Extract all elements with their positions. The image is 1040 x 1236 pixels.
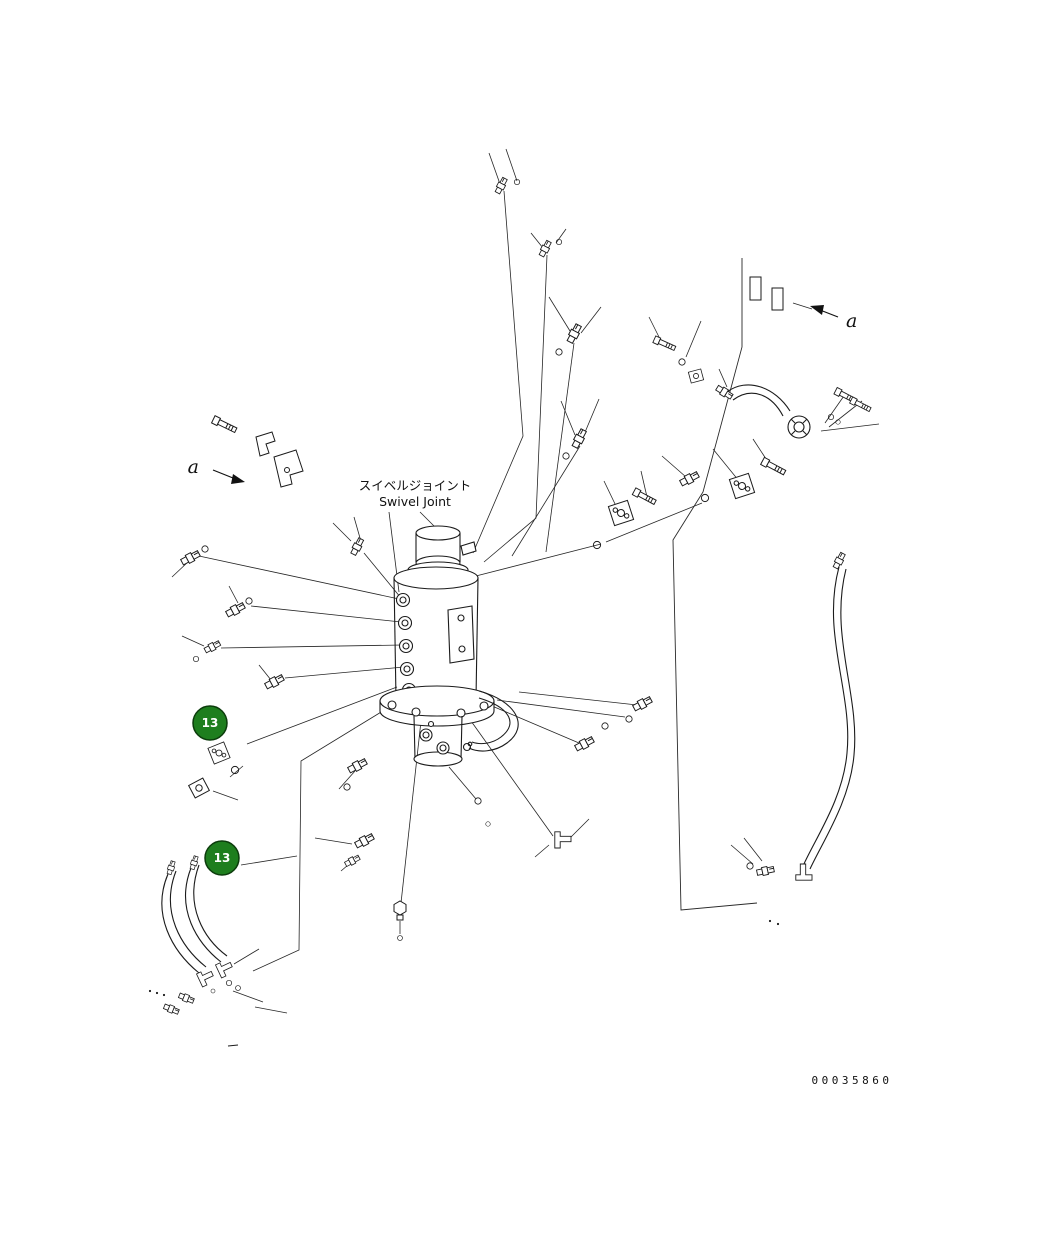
- swivel-joint-ports: [395, 592, 417, 698]
- part-oring: [700, 493, 710, 503]
- part-oring: [201, 545, 209, 553]
- part-washer: [835, 419, 841, 425]
- component-title: スイベルジョイント Swivel Joint: [359, 478, 472, 509]
- view-arrow-right: a: [810, 305, 857, 332]
- part-fitting: [755, 864, 776, 878]
- part-fitting: [631, 694, 654, 713]
- part-bolt: [760, 456, 787, 477]
- callout-number: 13: [202, 716, 219, 730]
- view-arrow-left: a: [188, 456, 245, 484]
- arrowhead-icon: [231, 474, 245, 484]
- part-plug: [393, 900, 407, 921]
- part-clip: [749, 276, 762, 301]
- part-oring: [245, 597, 253, 605]
- part-elbow: [215, 958, 236, 979]
- part-bolt: [849, 396, 873, 414]
- swivel-joint-hose-loop: [462, 690, 519, 752]
- part-oring: [625, 715, 633, 723]
- part-bolt: [211, 415, 239, 435]
- hose-assembly-top-right: [714, 383, 873, 439]
- part-oring: [555, 348, 563, 356]
- part-fitting: [162, 1002, 181, 1016]
- part-fitting: [346, 756, 369, 775]
- callout-badge-13-lower[interactable]: 13: [204, 840, 240, 876]
- part-bolt: [652, 335, 677, 353]
- part-oring: [746, 862, 754, 870]
- part-elbow: [196, 967, 217, 988]
- part-fitting: [678, 469, 701, 488]
- part-flange: [607, 499, 635, 527]
- part-fitting: [493, 176, 509, 195]
- part-bolt: [631, 487, 658, 507]
- part-fitting: [831, 551, 847, 571]
- hose-assembly-right: [746, 551, 856, 926]
- part-fitting: [224, 600, 247, 619]
- part-bracket-hole: [284, 467, 290, 473]
- part-oring: [343, 783, 351, 791]
- part-fitting: [343, 853, 362, 868]
- fittings-and-hardware: [179, 176, 787, 941]
- part-fitting: [263, 672, 286, 691]
- part-fitting: [353, 831, 376, 850]
- callout-circle[interactable]: [204, 840, 240, 876]
- swivel-joint-body: [379, 525, 519, 767]
- part-oring: [210, 988, 216, 994]
- part-oring: [192, 655, 200, 663]
- part-flange: [207, 741, 231, 765]
- part-oring: [397, 935, 403, 941]
- part-fitting: [349, 536, 366, 557]
- part-oring: [678, 358, 686, 366]
- part-clamp: [687, 368, 705, 384]
- part-flange: [728, 472, 756, 500]
- part-oring: [601, 722, 609, 730]
- component-title-jp: スイベルジョイント: [359, 478, 472, 493]
- callout-circle[interactable]: [192, 705, 228, 741]
- component-title-en: Swivel Joint: [379, 494, 451, 509]
- leader-lines: [171, 148, 880, 1014]
- part-oring: [562, 452, 570, 460]
- view-label-a-left: a: [188, 456, 199, 478]
- part-elbow: [554, 831, 572, 849]
- part-hose-end: [165, 859, 177, 876]
- callout-badge-13-upper[interactable]: 13: [192, 705, 228, 741]
- view-label-a-right: a: [846, 310, 857, 332]
- part-fitting: [537, 239, 553, 258]
- drawing-number: 00035860: [812, 1074, 893, 1087]
- part-fitting: [177, 991, 196, 1005]
- callout-number: 13: [214, 851, 231, 865]
- panel-outline: [672, 258, 758, 911]
- arrowhead-icon: [810, 305, 824, 315]
- part-oring: [485, 821, 491, 827]
- part-block: [188, 777, 210, 799]
- hose-assembly-left: [148, 854, 241, 1047]
- part-fitting: [203, 639, 222, 655]
- part-oring: [235, 985, 241, 991]
- part-oring: [474, 797, 482, 805]
- part-fitting: [565, 322, 584, 345]
- part-elbow: [795, 863, 813, 881]
- part-bracket: [255, 431, 276, 457]
- part-oring: [225, 979, 233, 987]
- part-fitting: [179, 548, 202, 567]
- part-fitting: [573, 734, 596, 753]
- part-clip: [771, 287, 784, 311]
